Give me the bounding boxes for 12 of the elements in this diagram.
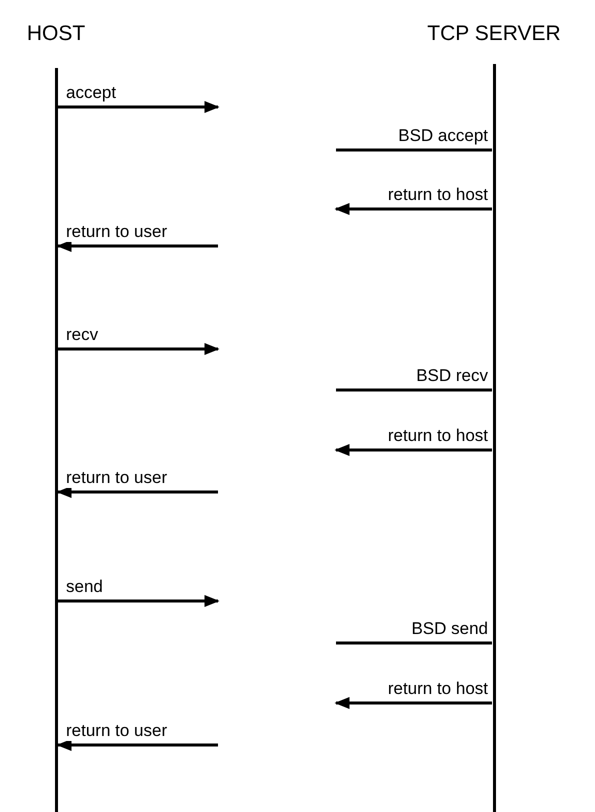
lifeline-heading: TCP SERVER	[427, 22, 561, 46]
arrow	[58, 595, 220, 607]
arrow	[58, 101, 220, 113]
arrow	[334, 444, 492, 456]
arrow	[56, 486, 218, 498]
arrow	[334, 203, 492, 215]
arrow	[334, 697, 492, 709]
arrow	[58, 343, 220, 355]
edge-label: BSD accept	[398, 126, 488, 146]
arrow	[56, 240, 218, 252]
arrow	[56, 739, 218, 751]
lifeline-heading: HOST	[26, 22, 86, 46]
